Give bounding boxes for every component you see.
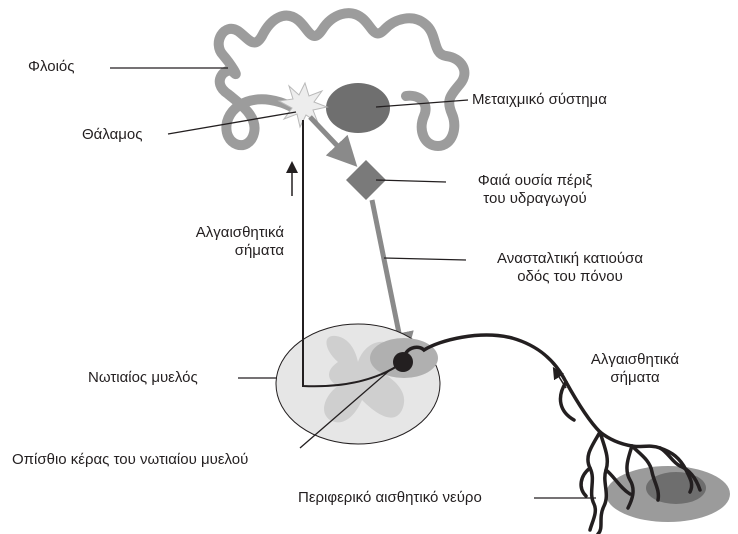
label-ascending-signals-line2: σήματα: [158, 242, 284, 260]
label-peripheral-signals-line1: Αλγαισθητικά: [570, 351, 700, 369]
label-thalamus: Θάλαμος: [82, 126, 143, 144]
label-cortex: Φλοιός: [28, 58, 75, 76]
label-pag-line2: του υδραγωγού: [450, 190, 620, 208]
label-limbic-system: Μεταιχμικό σύστημα: [472, 91, 607, 109]
label-descending-pathway-line1: Ανασταλτική κατιούσα: [470, 250, 670, 268]
label-pag-line1: Φαιά ουσία πέριξ: [450, 172, 620, 190]
label-pag: Φαιά ουσία πέριξ του υδραγωγού: [450, 172, 620, 208]
label-peripheral-signals-line2: σήματα: [570, 369, 700, 387]
label-ascending-signals-line1: Αλγαισθητικά: [158, 224, 284, 242]
label-descending-pathway: Ανασταλτική κατιούσα οδός του πόνου: [470, 250, 670, 286]
label-peripheral-nerve: Περιφερικό αισθητικό νεύρο: [298, 489, 482, 507]
limbic-system-shape: [326, 83, 390, 133]
label-descending-pathway-line2: οδός του πόνου: [470, 268, 670, 286]
label-dorsal-horn: Οπίσθιο κέρας του νωτιαίου μυελού: [12, 451, 248, 469]
dorsal-horn-neuron: [393, 352, 413, 372]
label-ascending-signals: Αλγαισθητικά σήματα: [158, 224, 284, 260]
label-peripheral-signals: Αλγαισθητικά σήματα: [570, 351, 700, 387]
label-spinal-cord: Νωτιαίος μυελός: [88, 369, 198, 387]
